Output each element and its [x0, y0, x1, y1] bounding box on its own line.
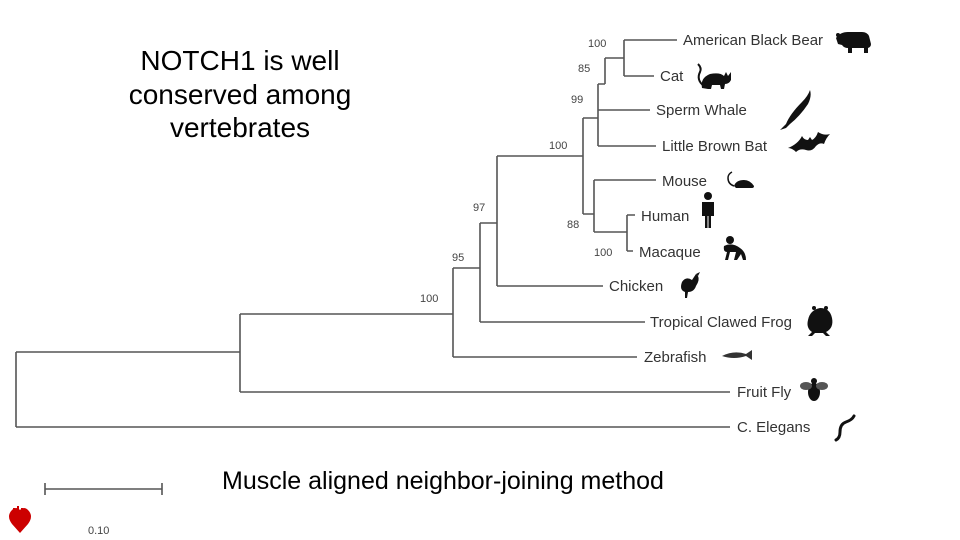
human-icon — [702, 192, 714, 228]
bear-icon — [836, 32, 871, 53]
taxon-label-fly: Fruit Fly — [737, 384, 792, 401]
bootstrap-carnivora: 85 — [578, 63, 590, 75]
chicken-icon — [681, 272, 700, 298]
taxon-label-whale: Sperm Whale — [656, 102, 747, 119]
bootstrap-mammals: 100 — [549, 140, 567, 152]
mouse-icon — [727, 171, 754, 188]
frog-icon — [807, 306, 833, 336]
taxon-label-elegans: C. Elegans — [737, 419, 810, 436]
taxon-label-human: Human — [641, 208, 689, 225]
branch-vertebrates — [452, 267, 637, 358]
fly-icon — [800, 378, 828, 401]
bootstrap-values: 100 85 99 100 97 88 100 95 100 — [420, 38, 612, 305]
taxon-label-bat: Little Brown Bat — [662, 138, 768, 155]
worm-icon — [834, 414, 856, 442]
cat-icon — [697, 63, 731, 89]
branch-laurasiatheria — [597, 83, 656, 147]
taxon-labels: American Black Bear Cat Sperm Whale Litt… — [609, 32, 823, 436]
branch-bilateria — [239, 313, 730, 393]
branch-mammals — [582, 117, 598, 215]
scale-bar-line — [44, 483, 163, 495]
bootstrap-laurasiatheria: 99 — [571, 94, 583, 106]
branch-carnivora — [604, 57, 624, 84]
taxon-label-zebrafish: Zebrafish — [644, 349, 707, 366]
heart-logo-icon — [9, 506, 31, 533]
branch-tetrapods — [479, 222, 645, 323]
bootstrap-amniotes: 97 — [473, 202, 485, 214]
scale-bar: 0.10 — [44, 483, 163, 537]
branch-root — [15, 351, 240, 427]
branch-primates — [626, 214, 635, 252]
branch-bear-cat — [623, 39, 677, 77]
bat-icon — [788, 132, 830, 152]
slide-title: NOTCH1 is well conserved among vertebrat… — [128, 45, 352, 144]
bootstrap-bear-cat: 100 — [588, 38, 606, 50]
bootstrap-primates: 100 — [594, 247, 612, 259]
bootstrap-euarchontoglires: 88 — [567, 219, 579, 231]
branch-euarchontoglires — [593, 179, 656, 233]
taxon-label-bear: American Black Bear — [683, 32, 823, 49]
whale-icon — [780, 90, 811, 130]
fish-icon — [722, 350, 752, 360]
monkey-icon — [723, 236, 746, 260]
taxon-label-macaque: Macaque — [639, 244, 701, 261]
taxon-label-chicken: Chicken — [609, 278, 663, 295]
taxon-label-cat: Cat — [660, 68, 684, 85]
animal-icons — [681, 32, 871, 442]
bootstrap-vertebrates: 100 — [420, 293, 438, 305]
taxon-label-frog: Tropical Clawed Frog — [650, 314, 792, 331]
scale-bar-label: 0.10 — [88, 525, 109, 537]
branch-amniotes — [496, 155, 603, 287]
method-caption: Muscle aligned neighbor-joining method — [222, 467, 664, 495]
taxon-label-mouse: Mouse — [662, 173, 707, 190]
tree-branches — [15, 39, 730, 428]
bootstrap-tetrapods: 95 — [452, 252, 464, 264]
